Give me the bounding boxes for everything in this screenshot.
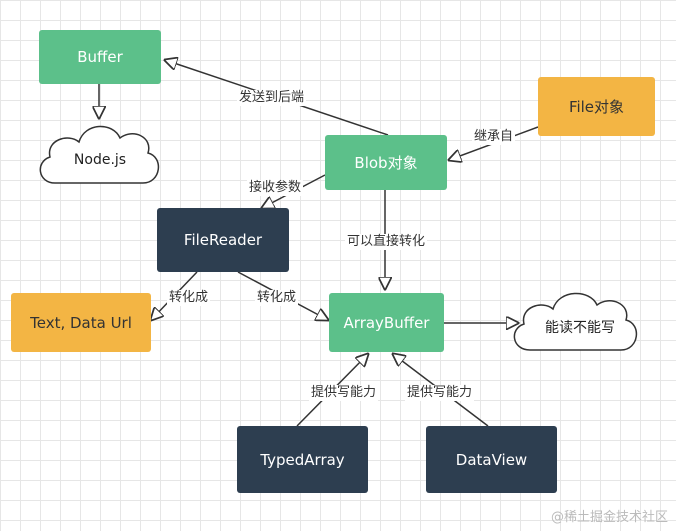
readwrite-cloud — [513, 292, 637, 351]
file-object-node[interactable]: File对象 — [538, 77, 655, 136]
filereader-node[interactable]: FileReader — [157, 208, 289, 272]
nodejs-label: Node.js — [73, 152, 127, 168]
edge-label-accepts-param: 接收参数 — [247, 180, 304, 196]
edge-label-convert-to-arraybuffer: 转化成 — [255, 290, 299, 306]
arraybuffer-node[interactable]: ArrayBuffer — [329, 293, 444, 352]
edge-label-inherits-from: 继承自 — [472, 129, 516, 145]
readwrite-label: 能读不能写 — [545, 320, 615, 336]
dataview-node[interactable]: DataView — [426, 426, 557, 493]
nodejs-cloud — [39, 125, 159, 184]
edge-label-typedarray-write: 提供写能力 — [309, 385, 379, 401]
edge-label-dataview-write: 提供写能力 — [405, 385, 475, 401]
watermark: @稀土掘金技术社区 — [550, 510, 668, 525]
edge-label-direct-convert: 可以直接转化 — [345, 234, 428, 250]
typedarray-node[interactable]: TypedArray — [237, 426, 368, 493]
edge-label-convert-to-text: 转化成 — [167, 290, 211, 306]
blob-object-node[interactable]: Blob对象 — [325, 135, 447, 190]
text-dataurl-node[interactable]: Text, Data Url — [11, 293, 151, 352]
edge-label-send-to-backend: 发送到后端 — [237, 90, 307, 106]
buffer-node[interactable]: Buffer — [39, 30, 161, 84]
